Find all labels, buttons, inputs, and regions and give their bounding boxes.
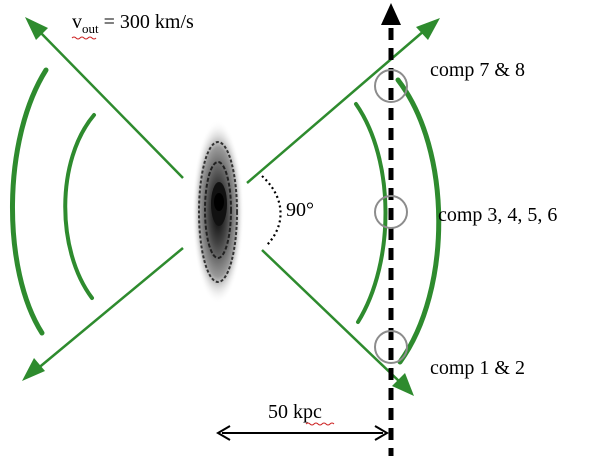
right-cone [246,18,442,396]
left-cone-lower-edge [35,247,184,371]
component-label: comp 3, 4, 5, 6 [438,204,557,226]
left-outer-arc [10,67,49,336]
angle-label: 90° [286,199,314,221]
component-label: comp 1 & 2 [430,357,525,379]
arrowhead-icon [216,425,231,441]
spellcheck-underline [71,36,97,40]
component-marker [374,69,408,103]
velocity-value: = 300 km/s [99,11,194,33]
scale-label: 50 kpc [268,401,322,423]
spellcheck-underline [305,422,335,426]
left-cone [10,17,184,381]
arrowhead-icon [25,17,48,40]
left-inner-arc [63,113,96,300]
arrowhead-icon [392,373,414,396]
outflow-velocity-label: vout = 300 km/s [72,11,194,36]
right-cone-lower-edge [261,249,403,385]
sightline [381,3,401,456]
component-marker [374,330,408,364]
arrowhead-icon [381,3,401,25]
component-marker [374,195,408,229]
right-inner-arc [354,102,388,324]
galaxy-image [192,120,244,304]
scale-bar [216,425,389,441]
velocity-symbol: v [72,11,82,33]
opening-angle-arc [261,175,282,247]
arrowhead-icon [22,358,45,381]
component-label: comp 7 & 8 [430,59,525,81]
velocity-subscript: out [82,21,99,36]
left-cone-upper-edge [37,29,184,179]
right-cone-upper-edge [246,29,426,184]
right-outer-arc [395,77,442,365]
arrowhead-icon [416,18,440,40]
arrowhead-icon [374,425,389,441]
